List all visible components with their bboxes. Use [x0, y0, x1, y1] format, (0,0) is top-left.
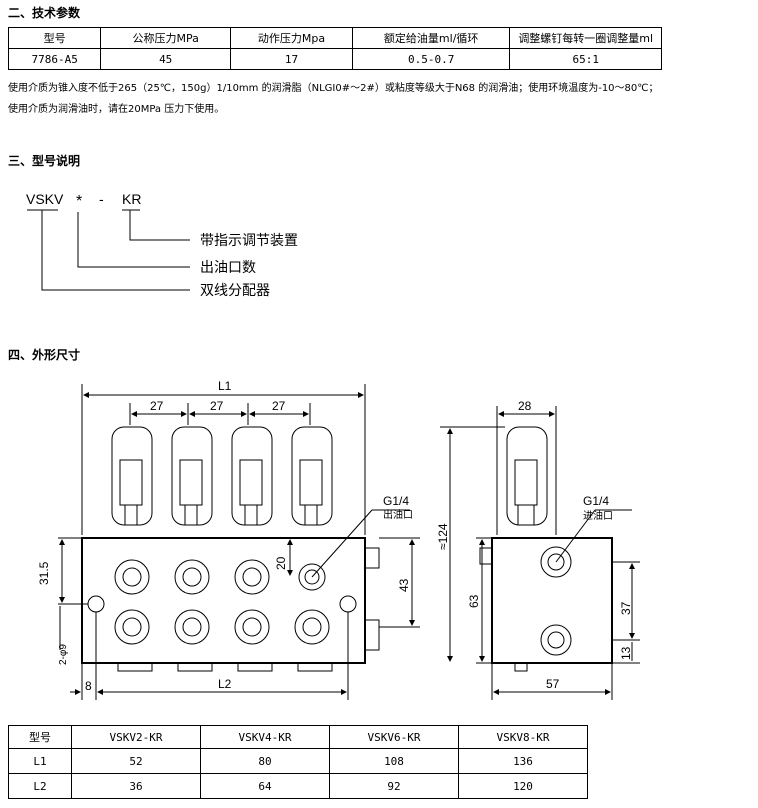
dim-43: 43: [397, 578, 411, 592]
size-cell: L1: [8, 748, 72, 774]
dim-31-5: 31.5: [37, 561, 51, 585]
port-G14-side: G1/4: [583, 494, 609, 508]
code-part: -: [99, 191, 104, 207]
size-cell: 64: [200, 773, 330, 799]
dim-28: 28: [518, 399, 532, 413]
dim-pitch: 27: [272, 399, 286, 413]
port-outlet-label: 出油口: [383, 508, 413, 521]
size-cell: L2: [8, 773, 72, 799]
dim-holes: 2-φ9: [58, 644, 69, 665]
size-cell: 108: [329, 748, 459, 774]
size-cell: 80: [200, 748, 330, 774]
spec-header: 型号: [7, 27, 102, 49]
section3-heading: 三、型号说明: [8, 154, 81, 168]
dim-124: ≈124: [436, 523, 450, 550]
usage-note-1: 使用介质为锥入度不低于265（25℃，150g）1/10mm 的润滑脂（NLGI…: [8, 83, 659, 94]
model-code-diagram: VSKV * - KR 带指示调节装置 出油口数 双线分配器: [26, 191, 298, 298]
spec-header: 公称压力MPa: [100, 27, 232, 49]
size-header: VSKV8-KR: [458, 725, 588, 749]
dimension-drawing: L1 27 27 27 31.5 20 43 2-φ9 8 L2 G1/4 出油…: [37, 379, 640, 700]
dim-pitch: 27: [150, 399, 164, 413]
spec-table: 型号 公称压力MPa 动作压力Mpa 额定给油量ml/循环 调整螺钉每转一圈调整…: [7, 27, 662, 70]
dim-63: 63: [467, 594, 481, 608]
label-dual-line: 双线分配器: [200, 282, 270, 298]
spec-cell: 0.5-0.7: [351, 48, 511, 70]
spec-cell: 17: [230, 48, 353, 70]
label-indicator: 带指示调节装置: [200, 232, 298, 248]
size-header: VSKV2-KR: [71, 725, 201, 749]
label-outlets: 出油口数: [200, 259, 256, 275]
port-G14: G1/4: [383, 494, 409, 508]
spec-header: 额定给油量ml/循环: [351, 27, 511, 49]
size-cell: 36: [71, 773, 201, 799]
size-cell: 120: [458, 773, 588, 799]
dim-20: 20: [274, 556, 288, 570]
code-part: *: [76, 193, 82, 210]
dim-37: 37: [619, 601, 633, 615]
size-header: VSKV4-KR: [200, 725, 330, 749]
size-cell: 92: [329, 773, 459, 799]
dim-L2: L2: [218, 677, 232, 691]
dim-57: 57: [546, 677, 560, 691]
dim-L1: L1: [218, 379, 232, 393]
spec-cell: 7786-A5: [7, 48, 102, 70]
size-header: 型号: [8, 725, 72, 749]
section2-heading: 二、技术参数: [8, 6, 81, 20]
size-cell: 136: [458, 748, 588, 774]
spec-header: 调整螺钉每转一圈调整量ml: [509, 27, 662, 49]
code-part: KR: [122, 191, 141, 207]
section4-heading: 四、外形尺寸: [8, 348, 81, 362]
size-table: 型号 VSKV2-KR VSKV4-KR VSKV6-KR VSKV8-KR L…: [8, 725, 588, 799]
dim-8: 8: [85, 679, 92, 693]
code-part: VSKV: [26, 191, 64, 207]
spec-cell: 45: [100, 48, 232, 70]
spec-cell: 65:1: [509, 48, 662, 70]
size-header: VSKV6-KR: [329, 725, 459, 749]
spec-header: 动作压力Mpa: [230, 27, 353, 49]
dim-13: 13: [619, 646, 633, 660]
size-cell: 52: [71, 748, 201, 774]
port-inlet-label: 进油口: [583, 509, 613, 522]
usage-note-2: 使用介质为润滑油时，请在20MPa 压力下使用。: [8, 104, 225, 115]
dim-pitch: 27: [210, 399, 224, 413]
